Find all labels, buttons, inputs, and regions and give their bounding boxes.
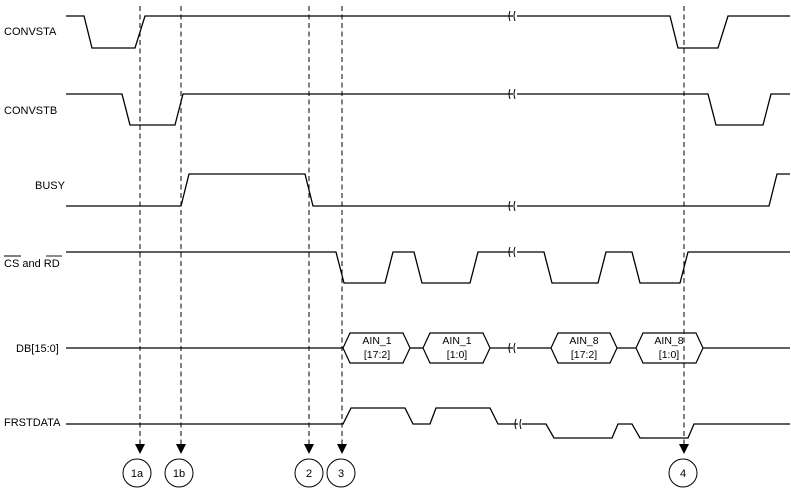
break-frstdata — [514, 418, 522, 430]
convstb-waveform — [66, 93, 790, 126]
busy-label: BUSY — [35, 180, 66, 192]
arrow-4 — [679, 444, 689, 454]
event-markers: 1a 1b 2 3 4 — [122, 458, 698, 488]
cs-rd-label: CS and RD — [4, 258, 60, 270]
marker-1b-circle — [164, 458, 194, 488]
break-cs-rd — [508, 246, 517, 258]
db-word-1-line2: [17:2] — [364, 349, 390, 361]
db-word-3 — [550, 332, 618, 364]
arrow-1b — [176, 444, 186, 454]
db-label: DB[15:0] — [16, 343, 59, 355]
marker-3-circle — [326, 458, 356, 488]
convsta-waveform — [66, 15, 790, 49]
arrow-2 — [304, 444, 314, 454]
marker-1a-circle — [122, 458, 152, 488]
break-busy — [508, 200, 517, 212]
db-word-1-line1: AIN_1 — [362, 335, 391, 347]
timing-guides — [135, 6, 689, 454]
db-word-2 — [422, 332, 491, 364]
busy-waveform — [66, 173, 790, 207]
db-bus: AIN_1 [17:2] AIN_1 [1:0] AIN_8 [17:2] AI… — [66, 332, 790, 364]
marker-4-label: 4 — [680, 468, 686, 480]
db-word-2-line2: [1:0] — [447, 349, 468, 361]
db-word-3-line2: [17:2] — [571, 349, 597, 361]
db-word-4 — [635, 332, 704, 364]
db-word-1 — [342, 332, 411, 364]
cs-label: CS — [4, 258, 19, 270]
cs-rd-waveform — [66, 251, 790, 284]
and-label: and — [19, 258, 43, 270]
marker-2-label: 2 — [306, 468, 312, 480]
convstb-label: CONVSTB — [4, 105, 57, 117]
marker-1b-label: 1b — [173, 468, 185, 480]
convsta-label: CONVSTA — [4, 26, 57, 38]
break-convsta — [508, 10, 517, 22]
break-markers — [508, 10, 522, 430]
break-convstb — [508, 88, 517, 100]
frstdata-label: FRSTDATA — [4, 417, 61, 429]
marker-1a-label: 1a — [131, 468, 144, 480]
marker-2-circle — [294, 458, 324, 488]
arrow-3 — [337, 444, 347, 454]
rd-label: RD — [44, 258, 60, 270]
frstdata-waveform — [66, 407, 790, 439]
db-word-2-line1: AIN_1 — [442, 335, 471, 347]
break-db — [508, 342, 517, 354]
marker-3-label: 3 — [338, 468, 344, 480]
arrow-1a — [135, 444, 145, 454]
db-word-4-line2: [1:0] — [659, 349, 680, 361]
db-word-4-line1: AIN_8 — [654, 335, 683, 347]
marker-4-circle — [668, 458, 698, 488]
db-word-3-line1: AIN_8 — [569, 335, 598, 347]
